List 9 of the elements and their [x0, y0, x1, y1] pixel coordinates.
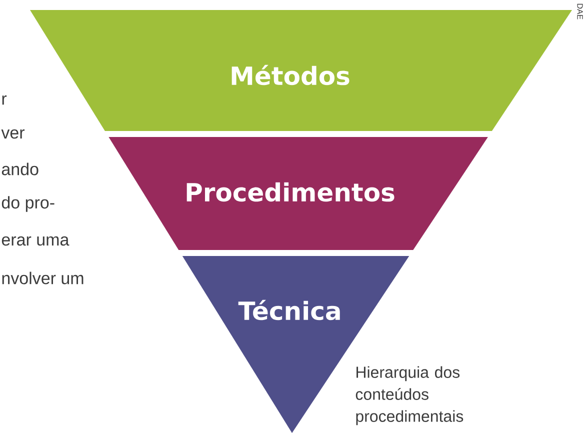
text-line: ando	[2, 162, 38, 176]
text-line: do pro-	[2, 196, 54, 212]
credit-text: DAE	[577, 4, 583, 20]
text-line: erar uma	[2, 236, 70, 246]
band: Procedimentos	[108, 137, 488, 250]
band: Métodos	[30, 10, 572, 131]
text-line: r	[2, 95, 7, 105]
text-line: nvolver um	[2, 272, 84, 284]
text-line: ver	[1, 129, 25, 139]
